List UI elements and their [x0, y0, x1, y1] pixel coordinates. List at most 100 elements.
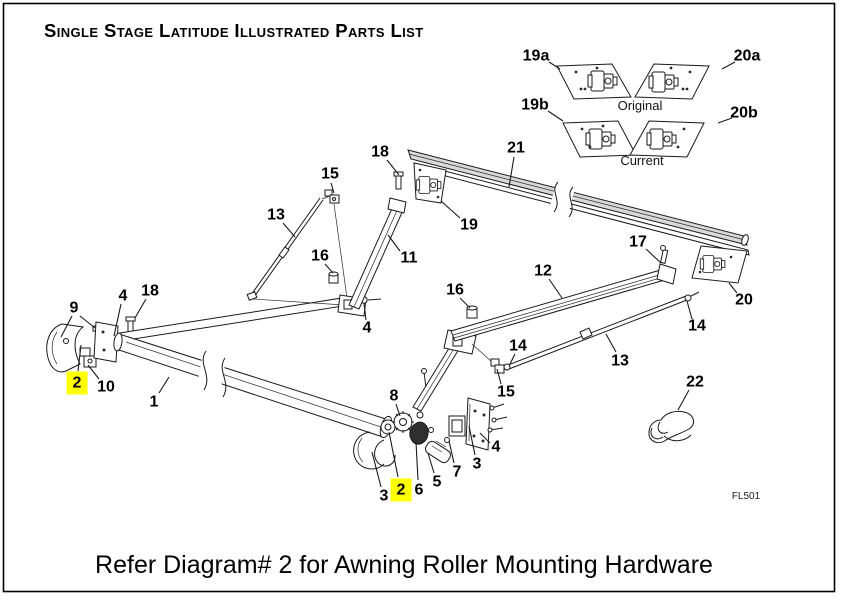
callout-leader-4: [363, 302, 367, 321]
bracket-comparison-inset: Original Current: [556, 63, 710, 168]
arm-11: [348, 197, 407, 310]
front-tube-1: [113, 332, 390, 438]
callout-3: 3: [380, 488, 389, 505]
callout-6: 6: [415, 482, 424, 499]
callout-leader-6: [415, 441, 419, 481]
page-border: [2, 2, 836, 593]
callout-21: 21: [507, 140, 525, 157]
callout-leader-19b: [547, 110, 564, 122]
page-title: Single Stage Latitude Illustrated Parts …: [44, 20, 424, 41]
knob-16-left: [328, 271, 339, 284]
pin-17: [659, 245, 669, 264]
callout-leader-3: [468, 425, 476, 456]
current-label: Current: [620, 153, 664, 168]
callout-leader-10: [87, 364, 100, 380]
callout-leader-13: [605, 333, 617, 353]
rafter-12: [450, 263, 677, 342]
bracket-19a: [556, 63, 632, 100]
callout-leader-14: [686, 300, 693, 320]
callout-2: 2: [397, 482, 406, 499]
callout-leader-7: [448, 440, 455, 464]
callout-14: 14: [688, 318, 706, 335]
callout-5: 5: [433, 474, 442, 491]
support-rod-13-right: [503, 291, 700, 371]
support-rod-13-left: [246, 197, 324, 301]
callout-18: 18: [141, 283, 159, 300]
motor-5: [424, 440, 452, 464]
callout-4: 4: [119, 288, 128, 305]
callout-leader-4: [113, 303, 122, 337]
gear-8: [392, 411, 414, 433]
callout-12: 12: [534, 263, 552, 280]
callout-leader-19: [440, 200, 461, 219]
callout-leader-20a: [721, 61, 736, 70]
roller-tube-21: [407, 149, 750, 256]
original-label: Original: [618, 98, 663, 113]
bolt-14-left: [503, 363, 511, 371]
callout-14: 14: [509, 338, 527, 355]
callout-leader-2: [388, 431, 399, 478]
highlight-2: [390, 478, 412, 502]
callout-10: 10: [97, 379, 115, 396]
callout-leader-20: [728, 282, 738, 294]
callout-22: 22: [686, 374, 704, 391]
callout-20b: 20b: [730, 105, 758, 122]
callout-9: 9: [70, 300, 79, 317]
callout-leader-18: [386, 159, 400, 176]
callout-13: 13: [267, 207, 285, 224]
callout-leader-13: [282, 222, 296, 238]
support-bracket-19: [413, 162, 447, 204]
roller-end-cap: [741, 234, 749, 246]
callout-3: 3: [473, 456, 482, 473]
bracket-19b: [562, 120, 637, 158]
callout-leader-14: [509, 353, 516, 365]
callout-leader-15: [330, 182, 335, 194]
callout-leader-4: [479, 432, 491, 444]
callout-11: 11: [401, 250, 418, 267]
bracket-20b: [629, 120, 705, 158]
callout-leader-9: [79, 315, 96, 329]
callout-4: 4: [363, 320, 372, 337]
callout-leader-22: [677, 389, 690, 411]
bolt-14-right: [684, 294, 692, 302]
rafter-arm-left: [119, 297, 345, 342]
bracket-20a: [634, 63, 710, 100]
callout-16: 16: [311, 248, 329, 265]
callout-17: 17: [629, 234, 647, 251]
callout-leader-15: [496, 368, 502, 385]
callout-leader-21: [508, 156, 515, 188]
callout-7: 7: [453, 464, 462, 481]
callout-leader-1: [158, 376, 170, 394]
left-mount-assembly: [46, 316, 136, 373]
callout-leader-18: [134, 298, 147, 319]
clamp-15-left: [321, 189, 348, 299]
highlight-2: [66, 371, 88, 395]
callout-18: 18: [371, 144, 389, 161]
callout-1: 1: [150, 394, 159, 411]
clamp-part-2: [79, 347, 91, 357]
callout-20: 20: [735, 292, 753, 309]
callout-15: 15: [497, 384, 515, 401]
callout-4: 4: [492, 439, 501, 456]
drive-mechanism: [379, 368, 508, 464]
callout-15: 15: [321, 166, 339, 183]
callout-20a: 20a: [734, 48, 761, 65]
callout-13: 13: [611, 353, 629, 370]
arm-to-right-elbow: [412, 344, 460, 412]
clamp-15-right: [490, 358, 505, 374]
callout-leader-16: [459, 297, 471, 309]
callout-leader-20b: [717, 117, 733, 124]
pin-18-left: [127, 319, 134, 333]
bracket-7: [448, 415, 466, 437]
callout-16: 16: [446, 282, 464, 299]
cam-6: [409, 421, 429, 445]
callout-leader-5: [427, 452, 435, 474]
callout-leader-2: [77, 344, 82, 372]
end-cover-9: [46, 323, 85, 373]
callout-leader-9: [60, 315, 73, 338]
callout-2: 2: [73, 375, 82, 392]
bottom-caption: Refer Diagram# 2 for Awning Roller Mount…: [95, 551, 713, 579]
